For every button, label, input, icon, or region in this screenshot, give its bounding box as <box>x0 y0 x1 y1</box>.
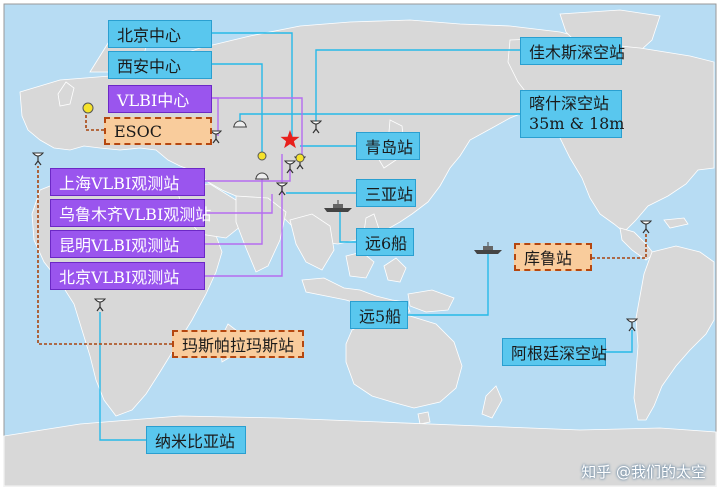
label-yuan6: 远6船 <box>356 228 414 256</box>
label-text: 北京中心 <box>117 26 182 45</box>
label-namibia: 纳米比亚站 <box>146 426 246 454</box>
label-subtext: 35m & 18m <box>529 114 625 133</box>
label-qingdao: 青岛站 <box>356 132 420 160</box>
label-text: 阿根廷深空站 <box>511 344 608 363</box>
label-text: 佳木斯深空站 <box>529 43 626 62</box>
label-text: VLBI中心 <box>117 91 190 110</box>
label-kourou: 库鲁站 <box>514 243 592 271</box>
connector-lines <box>99 32 633 441</box>
label-sanya: 三亚站 <box>356 179 416 207</box>
yellow-dot-icon <box>257 151 267 161</box>
label-text: 纳米比亚站 <box>155 432 236 451</box>
label-kunming-vlbi: 昆明VLBI观测站 <box>50 230 205 258</box>
label-text: 远6船 <box>365 234 408 253</box>
label-xian-center: 西安中心 <box>108 51 212 79</box>
label-text: 玛斯帕拉玛斯站 <box>182 336 295 355</box>
label-argentina: 阿根廷深空站 <box>502 338 608 366</box>
label-text: 青岛站 <box>365 138 414 157</box>
dashed-connectors <box>37 112 647 345</box>
label-text: 上海VLBI观测站 <box>59 174 180 193</box>
yellow-dot-icon <box>295 153 305 163</box>
label-text: ESOC <box>114 121 162 141</box>
label-text: 库鲁站 <box>524 249 573 268</box>
label-vlbi-center: VLBI中心 <box>108 85 212 113</box>
label-text: 三亚站 <box>365 185 414 204</box>
label-shanghai-vlbi: 上海VLBI观测站 <box>50 168 205 196</box>
watermark: 知乎 @我们的太空 <box>581 463 706 481</box>
label-jiamusi: 佳木斯深空站 <box>520 37 626 65</box>
label-esoc: ESOC <box>104 117 212 145</box>
label-text: 西安中心 <box>117 57 182 76</box>
label-kashi: 喀什深空站 35m & 18m <box>520 90 625 138</box>
star-icon <box>280 130 300 149</box>
yellow-dot-icon <box>82 102 94 114</box>
label-text: 乌鲁木齐VLBI观测站 <box>59 205 212 224</box>
label-beijing-center: 北京中心 <box>108 20 212 48</box>
label-beijing-vlbi: 北京VLBI观测站 <box>50 262 205 290</box>
label-text: 北京VLBI观测站 <box>59 268 180 287</box>
label-text: 昆明VLBI观测站 <box>59 236 180 255</box>
label-yuan5: 远5船 <box>350 301 408 329</box>
label-text: 喀什深空站 <box>529 94 610 113</box>
label-urumqi-vlbi: 乌鲁木齐VLBI观测站 <box>50 199 211 227</box>
label-maspalomas: 玛斯帕拉玛斯站 <box>172 330 304 358</box>
label-text: 远5船 <box>359 307 402 326</box>
